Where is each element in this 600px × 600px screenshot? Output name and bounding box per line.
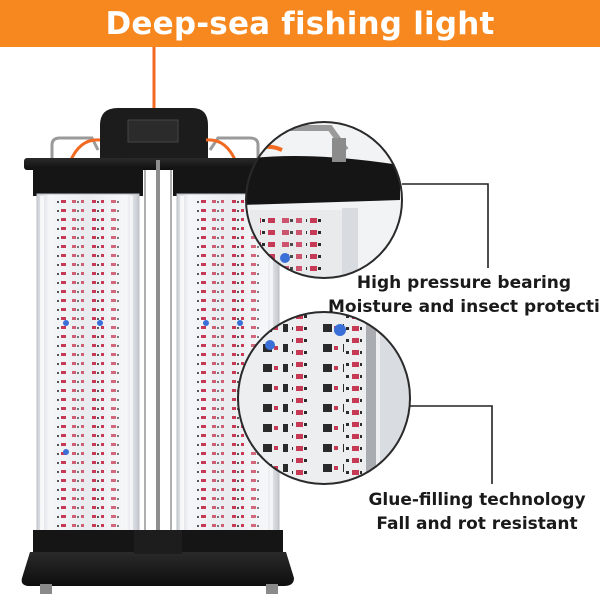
leader-line-2 xyxy=(410,405,493,484)
callout-2-line-1: Glue-filling technology xyxy=(368,490,586,510)
zoom-detail-led-board xyxy=(238,312,410,484)
callout-2-line-2: Fall and rot resistant xyxy=(376,514,578,534)
right-tube-bottom-cap xyxy=(173,530,283,552)
top-plate xyxy=(24,158,286,170)
callout-1-line-2: Moisture and insect protection xyxy=(328,297,600,317)
callout-1-line-1: High pressure bearing xyxy=(356,273,572,293)
zoom-detail-top-cap xyxy=(246,122,402,278)
left-tube-bottom-cap xyxy=(33,530,143,552)
banner-title: Deep-sea fishing light xyxy=(105,5,495,42)
callout-glue: Glue-filling technology Fall and rot res… xyxy=(366,488,588,536)
left-tube-top-cap xyxy=(33,168,143,196)
left-tube xyxy=(36,193,140,535)
callout-pressure: High pressure bearing Moisture and insec… xyxy=(328,271,600,319)
base-plate xyxy=(21,552,295,586)
title-banner: Deep-sea fishing light xyxy=(0,0,600,47)
leader-line-1 xyxy=(402,183,489,268)
